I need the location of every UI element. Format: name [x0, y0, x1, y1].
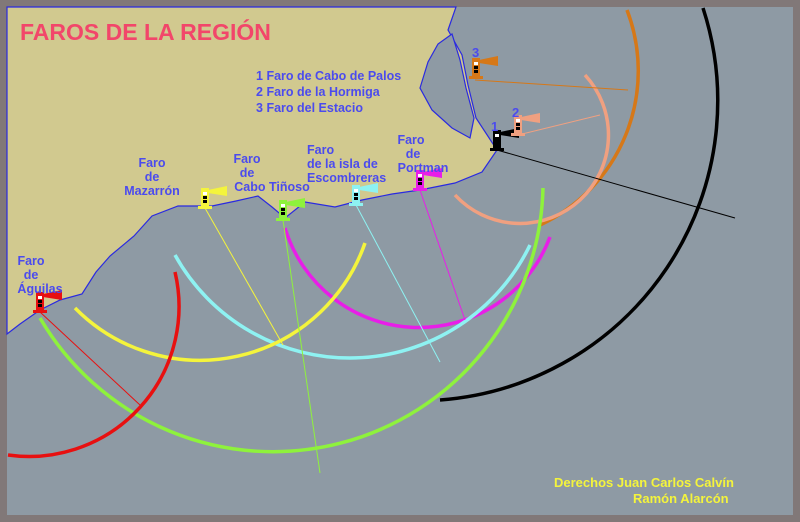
lighthouse-icon-mazarron [198, 186, 227, 209]
range-line-estacio [474, 79, 629, 91]
label-line: de [145, 170, 160, 184]
range-line-portman [419, 189, 466, 321]
range-arc-palos [439, 7, 720, 402]
label-line: Faro [307, 143, 334, 157]
lighthouse-icon-escombreras [349, 183, 378, 206]
label-escombreras: Faro de la isla de Escombreras [307, 143, 386, 185]
range-arc-hormiga [453, 73, 611, 226]
legend: 1 Faro de Cabo de Palos 2 Faro de la Hor… [256, 69, 401, 115]
mar-menor-lagoon [419, 33, 475, 139]
range-arc-aguilas [7, 271, 181, 459]
label-line: de [406, 147, 421, 161]
range-line-hormiga [517, 114, 601, 136]
marker-3: 3 [472, 45, 479, 60]
label-tinoso: Faro de Cabo Tiñoso [233, 152, 310, 194]
range-line-aguilas [39, 311, 141, 406]
label-line: Cabo Tiñoso [234, 180, 310, 194]
label-line: Escombreras [307, 171, 386, 185]
label-line: Águilas [17, 281, 62, 296]
legend-item-2: 2 Faro de la Hormiga [256, 85, 381, 99]
legend-item-1: 1 Faro de Cabo de Palos [256, 69, 401, 83]
label-line: Faro [17, 254, 44, 268]
legend-item-3: 3 Faro del Estacio [256, 101, 363, 115]
light-beam [423, 168, 442, 178]
light-beam [208, 186, 227, 196]
label-line: de [240, 166, 255, 180]
lighthouse-icon-tinoso [276, 198, 305, 221]
label-line: Portman [398, 161, 449, 175]
lighthouse-icon-portman [413, 168, 442, 191]
label-aguilas: Faro de Águilas [17, 254, 62, 296]
light-beam [286, 198, 305, 208]
label-line: de [24, 268, 39, 282]
range-line-escombreras [355, 204, 441, 363]
label-line: Faro [233, 152, 260, 166]
marker-2: 2 [512, 105, 519, 120]
range-arc-escombreras [173, 244, 532, 360]
label-line: Mazarrón [124, 184, 180, 198]
light-beam [521, 113, 540, 123]
range-line-mazarron [204, 207, 284, 346]
range-line-tinoso [282, 219, 321, 474]
credit-line-2: Ramón Alarcón [633, 491, 729, 506]
label-portman: Faro de Portman [397, 133, 448, 175]
range-arc-mazarron [73, 242, 367, 363]
credit-line-1: Derechos Juan Carlos Calvín [554, 475, 734, 490]
lighthouse-icon-estacio [469, 56, 498, 79]
lighthouse-icon-hormiga [511, 113, 540, 136]
lighthouse-icon-aguilas [33, 290, 62, 313]
map-title: FAROS DE LA REGIÓN [20, 18, 271, 45]
light-beam [479, 56, 498, 66]
label-line: Faro [138, 156, 165, 170]
light-beam [359, 183, 378, 193]
label-line: de la isla de [307, 157, 378, 171]
label-mazarron: Faro de Mazarrón [124, 156, 180, 198]
range-arc-tinoso [38, 187, 545, 454]
range-line-palos [496, 149, 736, 219]
marker-1: 1 [491, 119, 498, 134]
label-line: Faro [397, 133, 424, 147]
land [6, 6, 498, 336]
light-beam [43, 290, 62, 300]
